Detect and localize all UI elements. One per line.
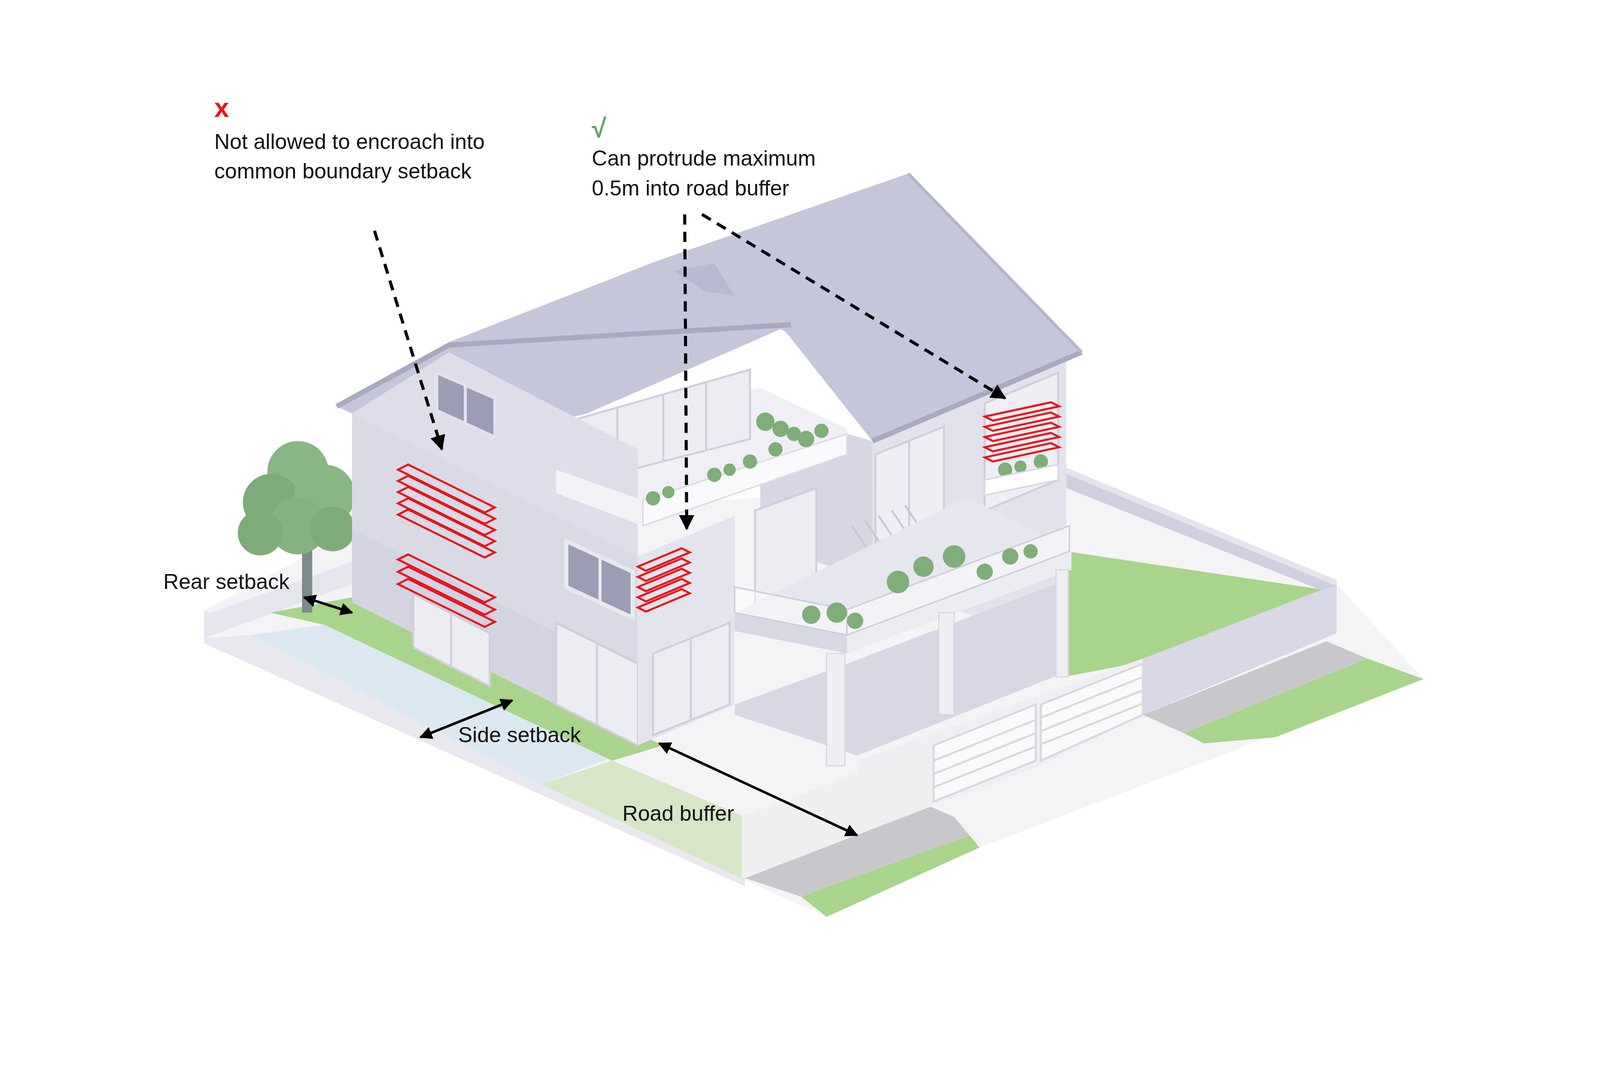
setback-label: Rear setback (163, 568, 290, 596)
setback-label: Side setback (458, 721, 582, 749)
callout-note: Can protrude maximum 0.5m into road buff… (591, 143, 847, 204)
buffer-label: Road buffer (622, 800, 735, 827)
check-mark: √ (591, 115, 607, 142)
callout-note: Not allowed to encroach into common boun… (214, 127, 495, 187)
cross-mark: x (214, 94, 230, 122)
